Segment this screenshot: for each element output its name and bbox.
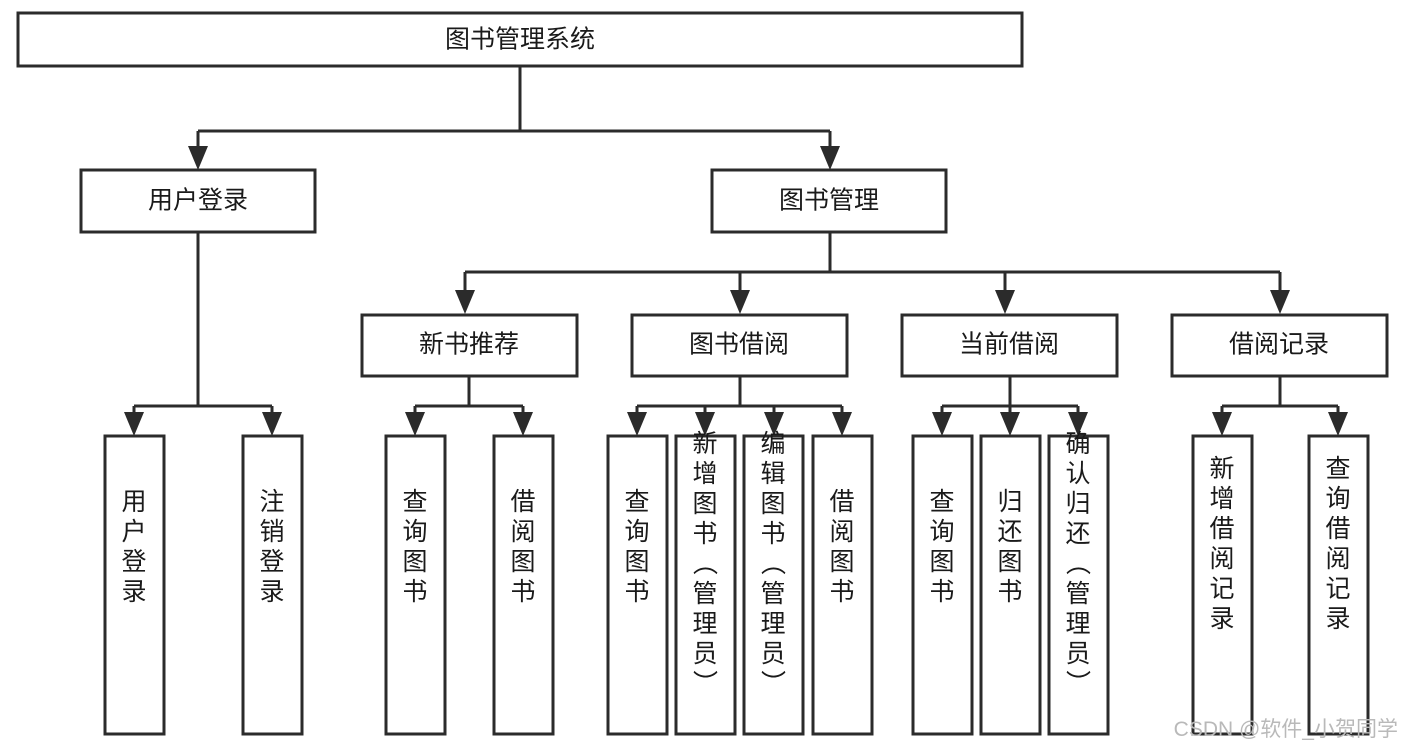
- leaf-user-login-box[interactable]: [103, 434, 166, 736]
- leaf-currentborrow-confirm-box[interactable]: [1047, 434, 1110, 736]
- leaf-newbook-borrow-label: 借阅图书: [510, 488, 535, 606]
- arrow-head-icon: [1212, 412, 1232, 436]
- leaf-currentborrow-return-label: 归还图书: [997, 488, 1022, 606]
- leaf-user-login-label: 用户登录: [121, 488, 146, 606]
- leaf-currentborrow-return-box[interactable]: [979, 434, 1042, 736]
- node-borrow-record[interactable]: 借阅记录: [1170, 313, 1389, 378]
- node-book-borrow[interactable]: 图书借阅: [630, 313, 849, 378]
- arrow-head-icon: [695, 412, 715, 436]
- leaf-bookborrow-query-label: 查询图书: [624, 488, 649, 606]
- arrow-head-icon: [1270, 290, 1290, 314]
- arrow-head-icon: [1328, 412, 1348, 436]
- leaf-newbook-borrow-box[interactable]: [492, 434, 555, 736]
- arrow-head-icon: [820, 146, 840, 170]
- node-root[interactable]: 图书管理系统: [16, 11, 1024, 68]
- connector-group-root: [188, 66, 840, 170]
- watermark-label: CSDN @软件_小贺同学: [1174, 718, 1398, 741]
- leaf-node[interactable]: 借阅图书: [492, 434, 555, 736]
- node-current-borrow[interactable]: 当前借阅: [900, 313, 1119, 378]
- leaf-bookborrow-query-box[interactable]: [606, 434, 669, 736]
- arrow-head-icon: [1000, 412, 1020, 436]
- leaf-currentborrow-query-box[interactable]: [911, 434, 974, 736]
- connector-group-current-borrow: [932, 376, 1088, 436]
- arrow-head-icon: [124, 412, 144, 436]
- leaf-node[interactable]: 查询图书: [911, 434, 974, 736]
- leaf-node[interactable]: 归还图书: [979, 434, 1042, 736]
- arrow-head-icon: [188, 146, 208, 170]
- node-new-book-recommend-label: 新书推荐: [419, 331, 519, 359]
- connector-group-user-login: [124, 232, 282, 436]
- connector-group-book-borrow: [627, 376, 852, 436]
- node-book-management-box[interactable]: [710, 168, 948, 234]
- node-book-borrow-box[interactable]: [630, 313, 849, 378]
- leaf-bookborrow-add-box[interactable]: [674, 434, 737, 736]
- node-book-management[interactable]: 图书管理: [710, 168, 948, 234]
- leaf-logout-label: 注销登录: [259, 488, 284, 606]
- connector-group-book-mgmt: [455, 232, 1290, 314]
- leaf-bookborrow-borrow-label: 借阅图书: [829, 488, 854, 606]
- arrow-head-icon: [932, 412, 952, 436]
- leaf-currentborrow-confirm-label: 确认归还（管理员）: [1065, 430, 1091, 698]
- arrow-head-icon: [627, 412, 647, 436]
- arrow-head-icon: [262, 412, 282, 436]
- arrow-head-icon: [730, 290, 750, 314]
- arrow-head-icon: [455, 290, 475, 314]
- leaf-bookborrow-add-label: 新增图书（管理员）: [692, 430, 718, 698]
- arrow-head-icon: [1068, 412, 1088, 436]
- leaf-newbook-query-label: 查询图书: [402, 488, 427, 606]
- node-book-management-label: 图书管理: [779, 187, 879, 215]
- node-borrow-record-box[interactable]: [1170, 313, 1389, 378]
- leaf-node[interactable]: 查询图书: [606, 434, 669, 736]
- connector-group-new-book: [405, 376, 533, 436]
- node-root-label: 图书管理系统: [445, 26, 595, 54]
- leaf-node[interactable]: 新增借阅记录: [1191, 434, 1254, 736]
- node-user-login-box[interactable]: [79, 168, 317, 234]
- leaf-node[interactable]: 确认归还（管理员）: [1047, 430, 1110, 736]
- leaf-bookborrow-borrow-box[interactable]: [811, 434, 874, 736]
- leaf-currentborrow-query-label: 查询图书: [929, 488, 954, 606]
- connector-group-borrow-record: [1212, 376, 1348, 436]
- leaf-node[interactable]: 注销登录: [241, 434, 304, 736]
- node-borrow-record-label: 借阅记录: [1229, 331, 1329, 359]
- arrow-head-icon: [832, 412, 852, 436]
- node-current-borrow-box[interactable]: [900, 313, 1119, 378]
- leaf-node[interactable]: 编辑图书（管理员）: [742, 430, 805, 736]
- leaf-bookborrow-edit-label: 编辑图书（管理员）: [760, 430, 786, 698]
- node-new-book-recommend[interactable]: 新书推荐: [360, 313, 579, 378]
- node-current-borrow-label: 当前借阅: [959, 331, 1059, 359]
- leaf-logout-box[interactable]: [241, 434, 304, 736]
- leaf-node[interactable]: 新增图书（管理员）: [674, 430, 737, 736]
- arrow-head-icon: [995, 290, 1015, 314]
- arrow-head-icon: [405, 412, 425, 436]
- leaf-borrowrecord-add-box[interactable]: [1191, 434, 1254, 736]
- leaf-borrowrecord-query-label: 查询借阅记录: [1325, 455, 1350, 633]
- leaf-node[interactable]: 查询图书: [384, 434, 447, 736]
- arrow-head-icon: [513, 412, 533, 436]
- leaf-bookborrow-edit-box[interactable]: [742, 434, 805, 736]
- leaf-borrowrecord-query-box[interactable]: [1307, 434, 1370, 736]
- node-new-book-recommend-box[interactable]: [360, 313, 579, 378]
- node-user-login[interactable]: 用户登录: [79, 168, 317, 234]
- leaf-newbook-query-box[interactable]: [384, 434, 447, 736]
- leaf-node[interactable]: 查询借阅记录: [1307, 434, 1370, 736]
- node-root-box[interactable]: [16, 11, 1024, 68]
- node-user-login-label: 用户登录: [148, 187, 248, 215]
- leaf-borrowrecord-add-label: 新增借阅记录: [1209, 455, 1234, 633]
- node-book-borrow-label: 图书借阅: [689, 331, 789, 359]
- leaf-node[interactable]: 借阅图书: [811, 434, 874, 736]
- leaf-node[interactable]: 用户登录: [103, 434, 166, 736]
- arrow-head-icon: [764, 412, 784, 436]
